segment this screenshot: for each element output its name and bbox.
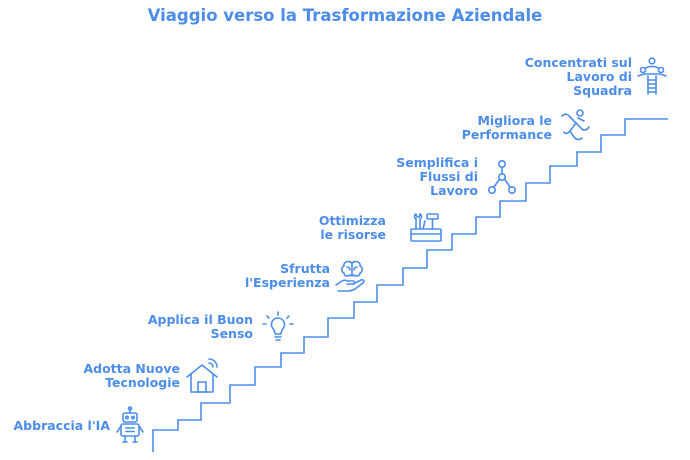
runner-icon — [556, 106, 596, 146]
smart-home-icon — [182, 356, 222, 396]
toolbox-icon — [406, 208, 446, 248]
step-label-performance: Migliora le Performance — [461, 113, 552, 142]
team-ladder-icon — [632, 56, 672, 96]
brain-in-hand-icon — [332, 256, 372, 296]
diagram-title: Viaggio verso la Trasformazione Aziendal… — [147, 6, 543, 25]
step-label-squadra: Concentrati sul Lavoro di Squadra — [524, 55, 632, 98]
robot-icon — [110, 405, 150, 445]
lightbulb-icon — [258, 308, 298, 348]
step-label-esperienza: Sfrutta l'Esperienza — [244, 261, 330, 290]
step-label-adotta-tecnologie: Adotta Nuove Tecnologie — [83, 361, 180, 390]
workflow-icon — [482, 158, 522, 198]
step-label-abbraccia-ia: Abbraccia l'IA — [13, 418, 111, 433]
step-label-flussi: Semplifica i Flussi di Lavoro — [396, 155, 478, 198]
step-label-buon-senso: Applica il Buon Senso — [147, 312, 253, 341]
step-label-risorse: Ottimizza le risorse — [318, 213, 386, 242]
staircase-line — [152, 118, 668, 452]
